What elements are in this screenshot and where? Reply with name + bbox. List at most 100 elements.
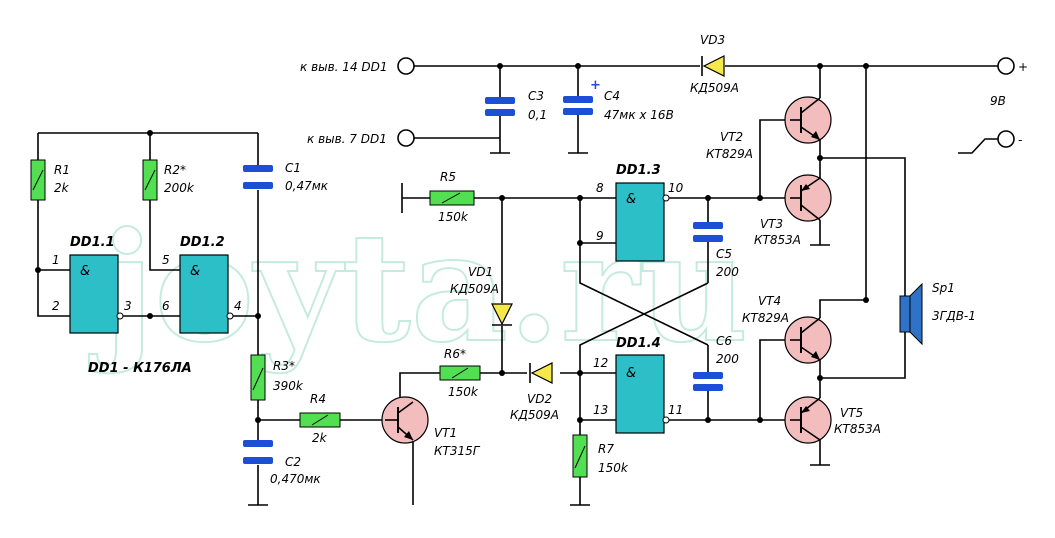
svg-text:DD1.2: DD1.2: [180, 235, 225, 250]
minus-label: -: [1018, 133, 1022, 147]
svg-text:R7: R7: [598, 442, 614, 456]
svg-text:5: 5: [162, 253, 170, 267]
resistor-r3: R3* 390k: [250, 354, 304, 401]
svg-text:VD2: VD2: [527, 392, 552, 406]
svg-text:+: +: [590, 78, 601, 93]
svg-text:&: &: [80, 264, 90, 279]
diode-vd2: VD2 КД509А: [510, 362, 559, 422]
svg-text:VT1: VT1: [434, 426, 457, 440]
svg-text:150k: 150k: [598, 461, 629, 475]
voltage-label: 9В: [990, 94, 1006, 108]
terminal-minus: [997, 130, 1015, 148]
resistor-r1: R1 2k: [30, 159, 70, 201]
svg-text:0,470мк: 0,470мк: [270, 472, 321, 486]
svg-text:КТ853А: КТ853А: [754, 233, 801, 247]
plus-label: +: [1018, 60, 1028, 74]
svg-text:КТ829А: КТ829А: [742, 311, 789, 325]
svg-text:13: 13: [593, 403, 608, 417]
capacitor-c5: C5 200: [693, 222, 739, 279]
svg-text:VD1: VD1: [468, 265, 493, 279]
svg-text:КТ853А: КТ853А: [834, 422, 881, 436]
svg-text:2k: 2k: [312, 431, 328, 445]
pin14-label: к выв. 14 DD1: [300, 60, 388, 74]
svg-text:DD1.3: DD1.3: [616, 163, 661, 178]
svg-text:200: 200: [716, 265, 739, 279]
svg-text:R6*: R6*: [444, 347, 466, 361]
pin7-label: к выв. 7 DD1: [307, 132, 387, 146]
gate-dd1-3: & DD1.3 8 9 10: [596, 163, 684, 262]
svg-text:DD1.4: DD1.4: [616, 336, 661, 351]
svg-text:47мк x 16В: 47мк x 16В: [604, 108, 674, 122]
svg-text:12: 12: [593, 356, 608, 370]
svg-text:VT3: VT3: [760, 217, 783, 231]
svg-text:КТ315Г: КТ315Г: [434, 444, 481, 458]
svg-text:&: &: [190, 264, 200, 279]
svg-text:3ГДВ-1: 3ГДВ-1: [932, 309, 976, 323]
svg-text:КД509А: КД509А: [450, 282, 499, 296]
capacitor-c6: C6 200: [693, 334, 739, 391]
svg-text:Sp1: Sp1: [932, 281, 955, 295]
svg-text:200: 200: [716, 352, 739, 366]
svg-text:R5: R5: [440, 170, 456, 184]
transistor-vt2: VT2 КТ829А: [706, 96, 832, 161]
svg-text:4: 4: [234, 299, 242, 313]
svg-text:КТ829А: КТ829А: [706, 147, 753, 161]
svg-text:2: 2: [52, 299, 60, 313]
transistor-vt4: VT4 КТ829А: [742, 294, 832, 364]
resistor-r4: R4 2k: [299, 392, 341, 445]
transistor-vt5: VT5 КТ853А: [784, 396, 881, 444]
gate-dd1-4: & DD1.4 12 13 11: [593, 336, 683, 434]
terminal-pin7: [397, 129, 415, 147]
svg-text:R1: R1: [54, 163, 70, 177]
capacitor-c3: C3 0,1: [485, 89, 547, 122]
svg-text:150k: 150k: [438, 210, 469, 224]
svg-text:C4: C4: [604, 89, 620, 103]
gate-dd1-1: & DD1.1 1 2 3: [52, 235, 132, 334]
svg-text:C3: C3: [528, 89, 544, 103]
svg-text:C5: C5: [716, 247, 732, 261]
svg-text:0,1: 0,1: [528, 108, 547, 122]
svg-text:2k: 2k: [54, 181, 70, 195]
svg-text:VT2: VT2: [720, 130, 743, 144]
svg-text:200k: 200k: [164, 181, 195, 195]
svg-text:КД509А: КД509А: [690, 81, 739, 95]
transistor-vt1: VT1 КТ315Г: [381, 396, 481, 458]
svg-text:390k: 390k: [273, 379, 304, 393]
svg-text:VD3: VD3: [700, 33, 725, 47]
resistor-r5: R5 150k: [429, 170, 475, 224]
junctions: [35, 63, 869, 423]
svg-text:КД509А: КД509А: [510, 408, 559, 422]
capacitor-c2: C2 0,470мк: [243, 440, 321, 486]
svg-text:DD1.1: DD1.1: [70, 235, 115, 250]
svg-text:&: &: [626, 366, 636, 381]
svg-text:R2*: R2*: [164, 163, 186, 177]
svg-text:8: 8: [596, 181, 604, 195]
capacitor-c1: C1 0,47мк: [243, 161, 329, 193]
svg-text:3: 3: [124, 299, 132, 313]
svg-text:&: &: [626, 192, 636, 207]
svg-text:9: 9: [596, 229, 604, 243]
svg-text:VT4: VT4: [758, 294, 781, 308]
terminal-pin14: [397, 57, 415, 75]
svg-text:C1: C1: [285, 161, 301, 175]
svg-text:11: 11: [668, 403, 683, 417]
svg-text:C6: C6: [716, 334, 732, 348]
diode-vd1: VD1 КД509А: [450, 265, 513, 326]
capacitor-c4: + C4 47мк x 16В: [563, 78, 674, 122]
svg-text:0,47мк: 0,47мк: [285, 179, 329, 193]
svg-text:R4: R4: [310, 392, 326, 406]
svg-text:6: 6: [162, 299, 170, 313]
svg-text:10: 10: [668, 181, 684, 195]
transistor-vt3: VT3 КТ853А: [754, 174, 832, 247]
svg-text:150k: 150k: [448, 385, 479, 399]
diode-vd3: VD3 КД509А: [690, 33, 739, 95]
resistor-r2: R2* 200k: [142, 159, 195, 201]
svg-text:C2: C2: [285, 455, 301, 469]
resistor-r6: R6* 150k: [439, 347, 481, 399]
chip-label: DD1 - К176ЛА: [88, 361, 192, 376]
speaker-sp1: Sp1 3ГДВ-1: [899, 281, 976, 346]
terminal-plus: [997, 57, 1015, 75]
gate-dd1-2: & DD1.2 5 6 4: [162, 235, 242, 334]
